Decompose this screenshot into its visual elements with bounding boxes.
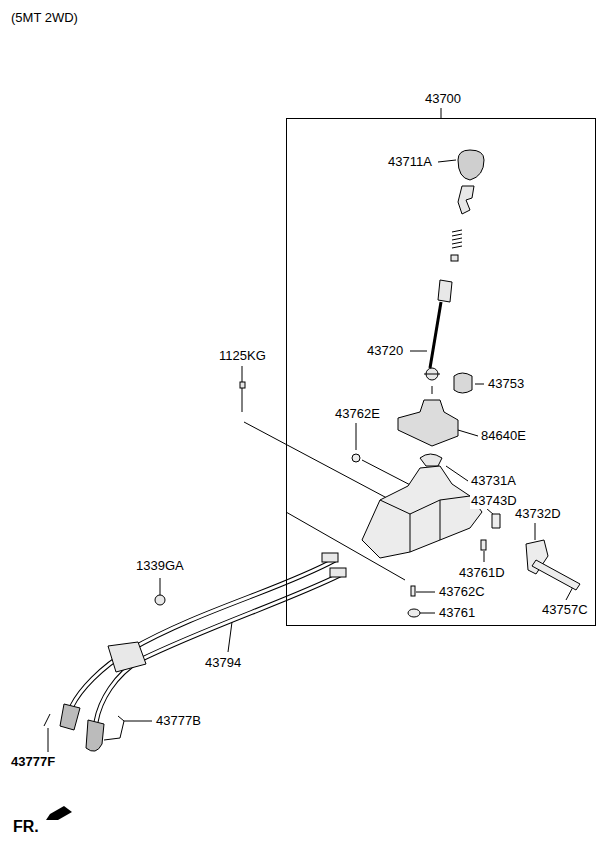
leader-line — [438, 160, 456, 162]
callout-number: 43757C — [541, 602, 589, 618]
cable-assembly — [60, 704, 80, 730]
leader-line — [228, 622, 232, 652]
shift-lever — [424, 374, 440, 394]
cable-assembly — [322, 553, 338, 562]
shift-lever — [398, 150, 484, 466]
leader-line — [458, 430, 478, 436]
callout-number: 1125KG — [218, 348, 267, 364]
callout-number: 43731A — [470, 473, 517, 489]
leader-line — [535, 523, 536, 540]
shifter-housing — [481, 540, 486, 550]
callout-number: 43761 — [438, 605, 476, 621]
leader-line — [410, 351, 427, 352]
callout-number: 43720 — [366, 343, 404, 359]
leader-line — [416, 592, 435, 593]
shift-lever — [458, 186, 474, 214]
shift-lever — [452, 230, 462, 248]
callout-number: 43711A — [387, 154, 433, 170]
callout-number: 43762C — [438, 584, 486, 600]
callout-number: 1339GA — [135, 558, 185, 574]
cable-assembly — [240, 382, 245, 388]
shifter-housing — [408, 609, 420, 617]
shifter-housing — [380, 496, 470, 552]
callout-number: 84640E — [480, 428, 527, 444]
cable-assembly — [44, 714, 50, 726]
shift-lever — [430, 302, 441, 368]
callout-number: 43743D — [470, 493, 518, 509]
shifter-housing — [532, 560, 580, 590]
cable-assembly — [96, 574, 342, 722]
leader-line — [48, 728, 49, 752]
shifter-housing — [492, 514, 500, 528]
assembly-box: 43700 — [286, 118, 596, 626]
leader-line — [160, 578, 161, 595]
cable-assembly — [86, 720, 104, 751]
shift-lever — [438, 280, 452, 302]
leader-line — [475, 384, 484, 385]
leader-line — [104, 738, 120, 740]
shifter-housing — [352, 454, 580, 617]
callout-number: 43794 — [204, 655, 242, 671]
cable-assembly — [330, 568, 346, 577]
shifter-housing — [411, 586, 415, 596]
leader-line — [356, 423, 357, 450]
leader-line — [420, 613, 435, 614]
leader-line — [484, 551, 485, 562]
front-marker: FR. — [12, 817, 40, 836]
shift-lever — [454, 373, 472, 393]
leader-line — [120, 721, 124, 738]
leader-line — [244, 422, 400, 505]
cable-assembly — [108, 642, 146, 672]
shifter-housing — [352, 454, 360, 462]
leader-line — [242, 366, 243, 382]
shift-lever — [458, 150, 484, 180]
front-arrow — [46, 806, 72, 820]
cable-assembly — [44, 382, 346, 751]
shift-lever — [420, 454, 442, 466]
cable-assembly — [155, 595, 165, 605]
shift-lever — [398, 400, 458, 446]
leader-line — [48, 108, 574, 752]
callout-number: 43732D — [514, 506, 562, 522]
callout-number: 43762E — [334, 406, 381, 422]
shift-lever — [451, 255, 458, 261]
leader-line — [441, 108, 442, 118]
variant-note: (5MT 2WD) — [10, 10, 79, 26]
callout-number: 43700 — [424, 91, 462, 107]
callout-number: 43777F — [10, 754, 56, 770]
cable-assembly — [242, 388, 243, 412]
leader-line — [446, 466, 468, 481]
callout-number: 43753 — [487, 376, 525, 392]
leader-line — [124, 721, 152, 722]
front-arrow — [46, 806, 72, 820]
leader-line — [118, 716, 124, 721]
cable-assembly — [96, 574, 342, 722]
callout-number: 43777B — [155, 713, 202, 729]
callout-number: 43761D — [458, 565, 506, 581]
shifter-housing — [362, 466, 482, 558]
